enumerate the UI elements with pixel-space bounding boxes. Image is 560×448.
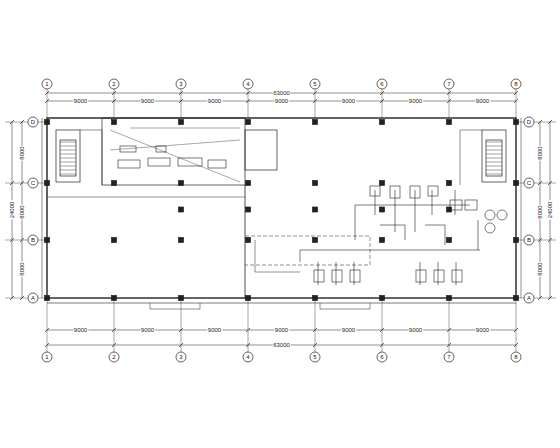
axis-label: C: [526, 180, 532, 186]
dimension-text: 9000: [341, 327, 356, 333]
dimension-text: 8000: [537, 204, 543, 219]
axis-label: 5: [312, 354, 317, 360]
dimension-text: 8000: [19, 204, 25, 219]
dimension-text: 8000: [537, 261, 543, 276]
axis-label: A: [30, 295, 36, 301]
dimension-text: 9000: [408, 327, 423, 333]
axis-label: 7: [446, 81, 451, 87]
axis-label: 3: [178, 354, 183, 360]
axis-label: 6: [379, 354, 384, 360]
axis-label: 1: [44, 81, 49, 87]
dimension-text: 9000: [274, 327, 289, 333]
dimension-text: 9000: [475, 98, 490, 104]
dimension-text: 63000: [272, 90, 291, 96]
dimension-text: 24000: [9, 201, 15, 220]
axis-label: 4: [245, 354, 250, 360]
axis-label: D: [526, 119, 532, 125]
dimension-text: 9000: [207, 98, 222, 104]
dimension-text: 9000: [274, 98, 289, 104]
dimension-text: 9000: [73, 98, 88, 104]
dimension-text: 9000: [207, 327, 222, 333]
axis-label: 7: [446, 354, 451, 360]
dimension-text: 8000: [19, 145, 25, 160]
dimension-text: 9000: [73, 327, 88, 333]
axis-label: 2: [111, 354, 116, 360]
axis-label: 6: [379, 81, 384, 87]
axis-label: 8: [513, 354, 518, 360]
axis-label: D: [30, 119, 36, 125]
dimension-text: 24000: [547, 201, 553, 220]
dimension-text: 8000: [537, 145, 543, 160]
axis-label: 2: [111, 81, 116, 87]
axis-label: 8: [513, 81, 518, 87]
axis-label: C: [30, 180, 36, 186]
axis-label: B: [526, 237, 532, 243]
axis-label: 1: [44, 354, 49, 360]
axis-label: B: [30, 237, 36, 243]
axis-label: A: [526, 295, 532, 301]
dimension-text: 8000: [19, 261, 25, 276]
dimension-text: 9000: [408, 98, 423, 104]
axis-label: 4: [245, 81, 250, 87]
dimension-text: 9000: [341, 98, 356, 104]
dimension-text: 63000: [272, 342, 291, 348]
axis-label: 5: [312, 81, 317, 87]
dimension-text: 9000: [140, 327, 155, 333]
axis-label: 3: [178, 81, 183, 87]
dimension-text: 9000: [140, 98, 155, 104]
dimension-text: 9000: [475, 327, 490, 333]
